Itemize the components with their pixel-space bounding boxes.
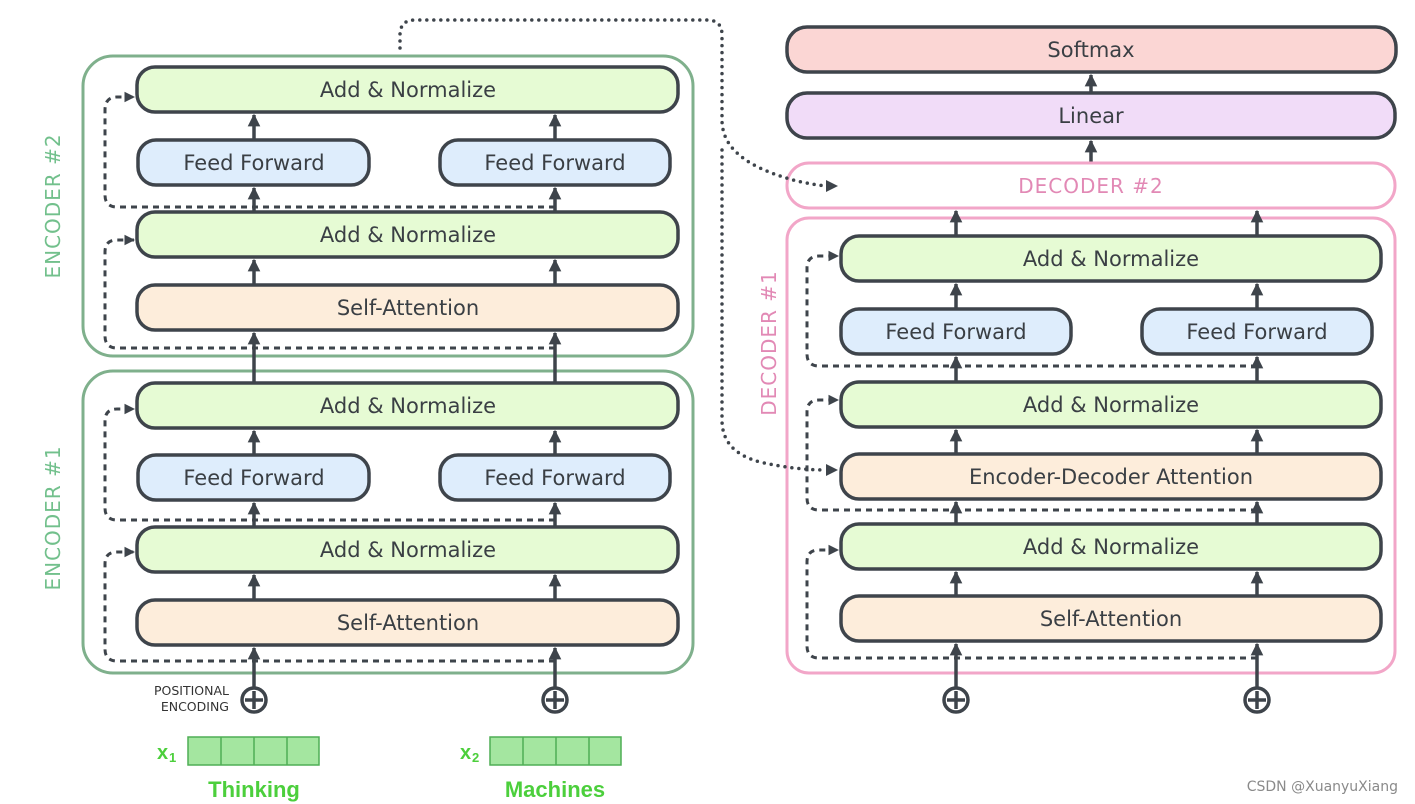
- plus-icon: [1243, 686, 1271, 714]
- decoder-2-label: DECODER #2: [1018, 174, 1164, 198]
- encoder-2-self-attention: Self-Attention: [337, 296, 479, 320]
- input-2-sub: 2: [472, 750, 479, 765]
- input-token-1: x 1 Thinking: [157, 736, 320, 802]
- decoder-add-normalize-top: Add & Normalize: [1023, 247, 1199, 271]
- encoder-2-add-normalize-top: Add & Normalize: [320, 78, 496, 102]
- decoder-add-normalize-middle: Add & Normalize: [1023, 393, 1199, 417]
- positional-encoding-line2: ENCODING: [161, 699, 229, 714]
- plus-icon: [240, 686, 268, 714]
- encoder-output-connector: [398, 18, 828, 188]
- encoder-1-feed-forward-1: Feed Forward: [183, 466, 324, 490]
- decoder-feed-forward-2: Feed Forward: [1186, 320, 1327, 344]
- encoder-1-feed-forward-2: Feed Forward: [484, 466, 625, 490]
- softmax-box: Softmax: [1047, 38, 1134, 62]
- input-2-word: Machines: [505, 777, 605, 802]
- encoder-1-add-normalize-bottom: Add & Normalize: [320, 538, 496, 562]
- decoder-add-normalize-bottom: Add & Normalize: [1023, 535, 1199, 559]
- input-1-var: x: [157, 742, 168, 764]
- plus-icon: [541, 686, 569, 714]
- decoder-encdec-attention: Encoder-Decoder Attention: [969, 465, 1253, 489]
- input-1-word: Thinking: [208, 777, 300, 802]
- encoder-1-self-attention: Self-Attention: [337, 611, 479, 635]
- encoder-1-add-normalize-top: Add & Normalize: [320, 394, 496, 418]
- watermark: CSDN @XuanyuXiang: [1247, 779, 1398, 795]
- linear-box: Linear: [1058, 104, 1124, 128]
- input-2-var: x: [460, 742, 471, 764]
- encoder-1-label: ENCODER #1: [41, 445, 65, 590]
- encoder-2-stack: ENCODER #2 Add & Normalize Feed Forward …: [41, 54, 695, 358]
- decoder-1-label: DECODER #1: [757, 270, 781, 416]
- positional-encoding-line1: POSITIONAL: [154, 683, 229, 698]
- input-1-sub: 1: [169, 750, 176, 765]
- plus-icon: [942, 686, 970, 714]
- decoder-1-stack: DECODER #1 Add & Normalize Feed Forward …: [757, 209, 1397, 675]
- encoder-2-add-normalize-bottom: Add & Normalize: [320, 223, 496, 247]
- encoder-2-label: ENCODER #2: [41, 133, 65, 278]
- input-token-2: x 2 Machines: [460, 736, 622, 802]
- decoder-self-attention: Self-Attention: [1040, 607, 1182, 631]
- encoder-2-feed-forward-2: Feed Forward: [484, 151, 625, 175]
- encoder-2-feed-forward-1: Feed Forward: [183, 151, 324, 175]
- encoder-1-stack: ENCODER #1 Add & Normalize Feed Forward …: [41, 369, 695, 675]
- decoder-feed-forward-1: Feed Forward: [885, 320, 1026, 344]
